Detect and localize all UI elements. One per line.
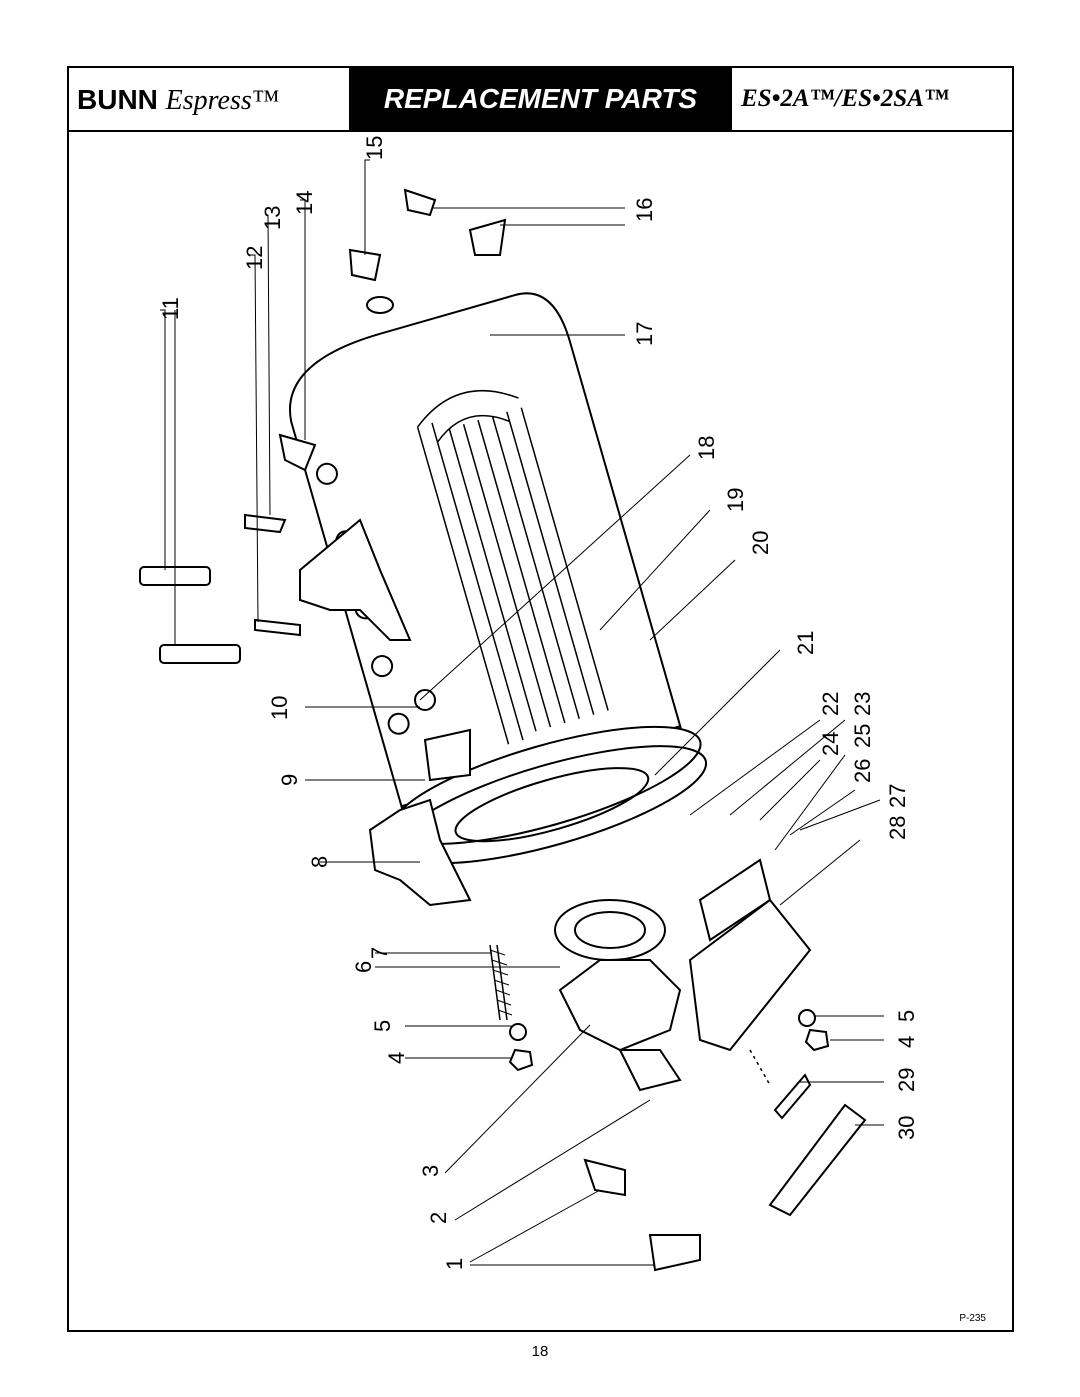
group-head: [299, 518, 412, 641]
callout-22: 22: [818, 692, 843, 716]
page-frame: BUNN Espress™ REPLACEMENT PARTS ES•2A™/E…: [67, 66, 1014, 1332]
callout-14: 14: [292, 191, 317, 215]
section-title: REPLACEMENT PARTS: [349, 68, 732, 130]
brand-bunn: BUNN: [77, 84, 158, 115]
callout-leaders: [160, 159, 884, 1266]
brand-title: BUNN Espress™: [77, 78, 279, 122]
callout-6: 6: [351, 961, 376, 973]
callout-15: 15: [362, 136, 387, 160]
callout-28: 28: [885, 816, 910, 840]
callout-24: 24: [818, 732, 843, 756]
model-title: ES•2A™/ES•2SA™: [741, 85, 949, 112]
callout-17: 17: [632, 322, 657, 346]
callout-29: 29: [894, 1068, 919, 1092]
callout-25: 25: [850, 724, 875, 748]
callout-21: 21: [793, 631, 818, 655]
callout-4-right: 4: [894, 1036, 919, 1048]
callout-1: 1: [442, 1258, 467, 1270]
callout-7: 7: [367, 947, 392, 959]
callout-26: 26: [850, 759, 875, 783]
callout-10: 10: [267, 696, 292, 720]
callout-8: 8: [307, 856, 332, 868]
callout-5: 5: [370, 1020, 395, 1032]
callout-30: 30: [894, 1116, 919, 1140]
callout-labels: 1 2 3 4 5 6 7 8 9 10 11 12 13 14 15 16 1…: [158, 136, 919, 1270]
page-number: 18: [531, 1343, 549, 1360]
brand-espress: Espress™: [165, 85, 280, 116]
callout-3: 3: [418, 1165, 443, 1177]
callout-27: 27: [885, 784, 910, 808]
callout-20: 20: [748, 531, 773, 555]
callout-2: 2: [426, 1212, 451, 1224]
callout-5-right: 5: [894, 1010, 919, 1022]
tank-body: [289, 292, 708, 865]
callout-23: 23: [850, 692, 875, 716]
callout-13: 13: [260, 206, 285, 230]
callout-11: 11: [158, 297, 183, 320]
page-header: BUNN Espress™ REPLACEMENT PARTS ES•2A™/E…: [69, 68, 1012, 132]
callout-18: 18: [694, 436, 719, 460]
callout-12: 12: [242, 246, 267, 270]
callout-19: 19: [723, 488, 748, 512]
callout-4: 4: [384, 1052, 409, 1064]
callout-9: 9: [277, 774, 302, 786]
callout-16: 16: [632, 198, 657, 222]
drawing-reference: P-235: [959, 1313, 986, 1324]
